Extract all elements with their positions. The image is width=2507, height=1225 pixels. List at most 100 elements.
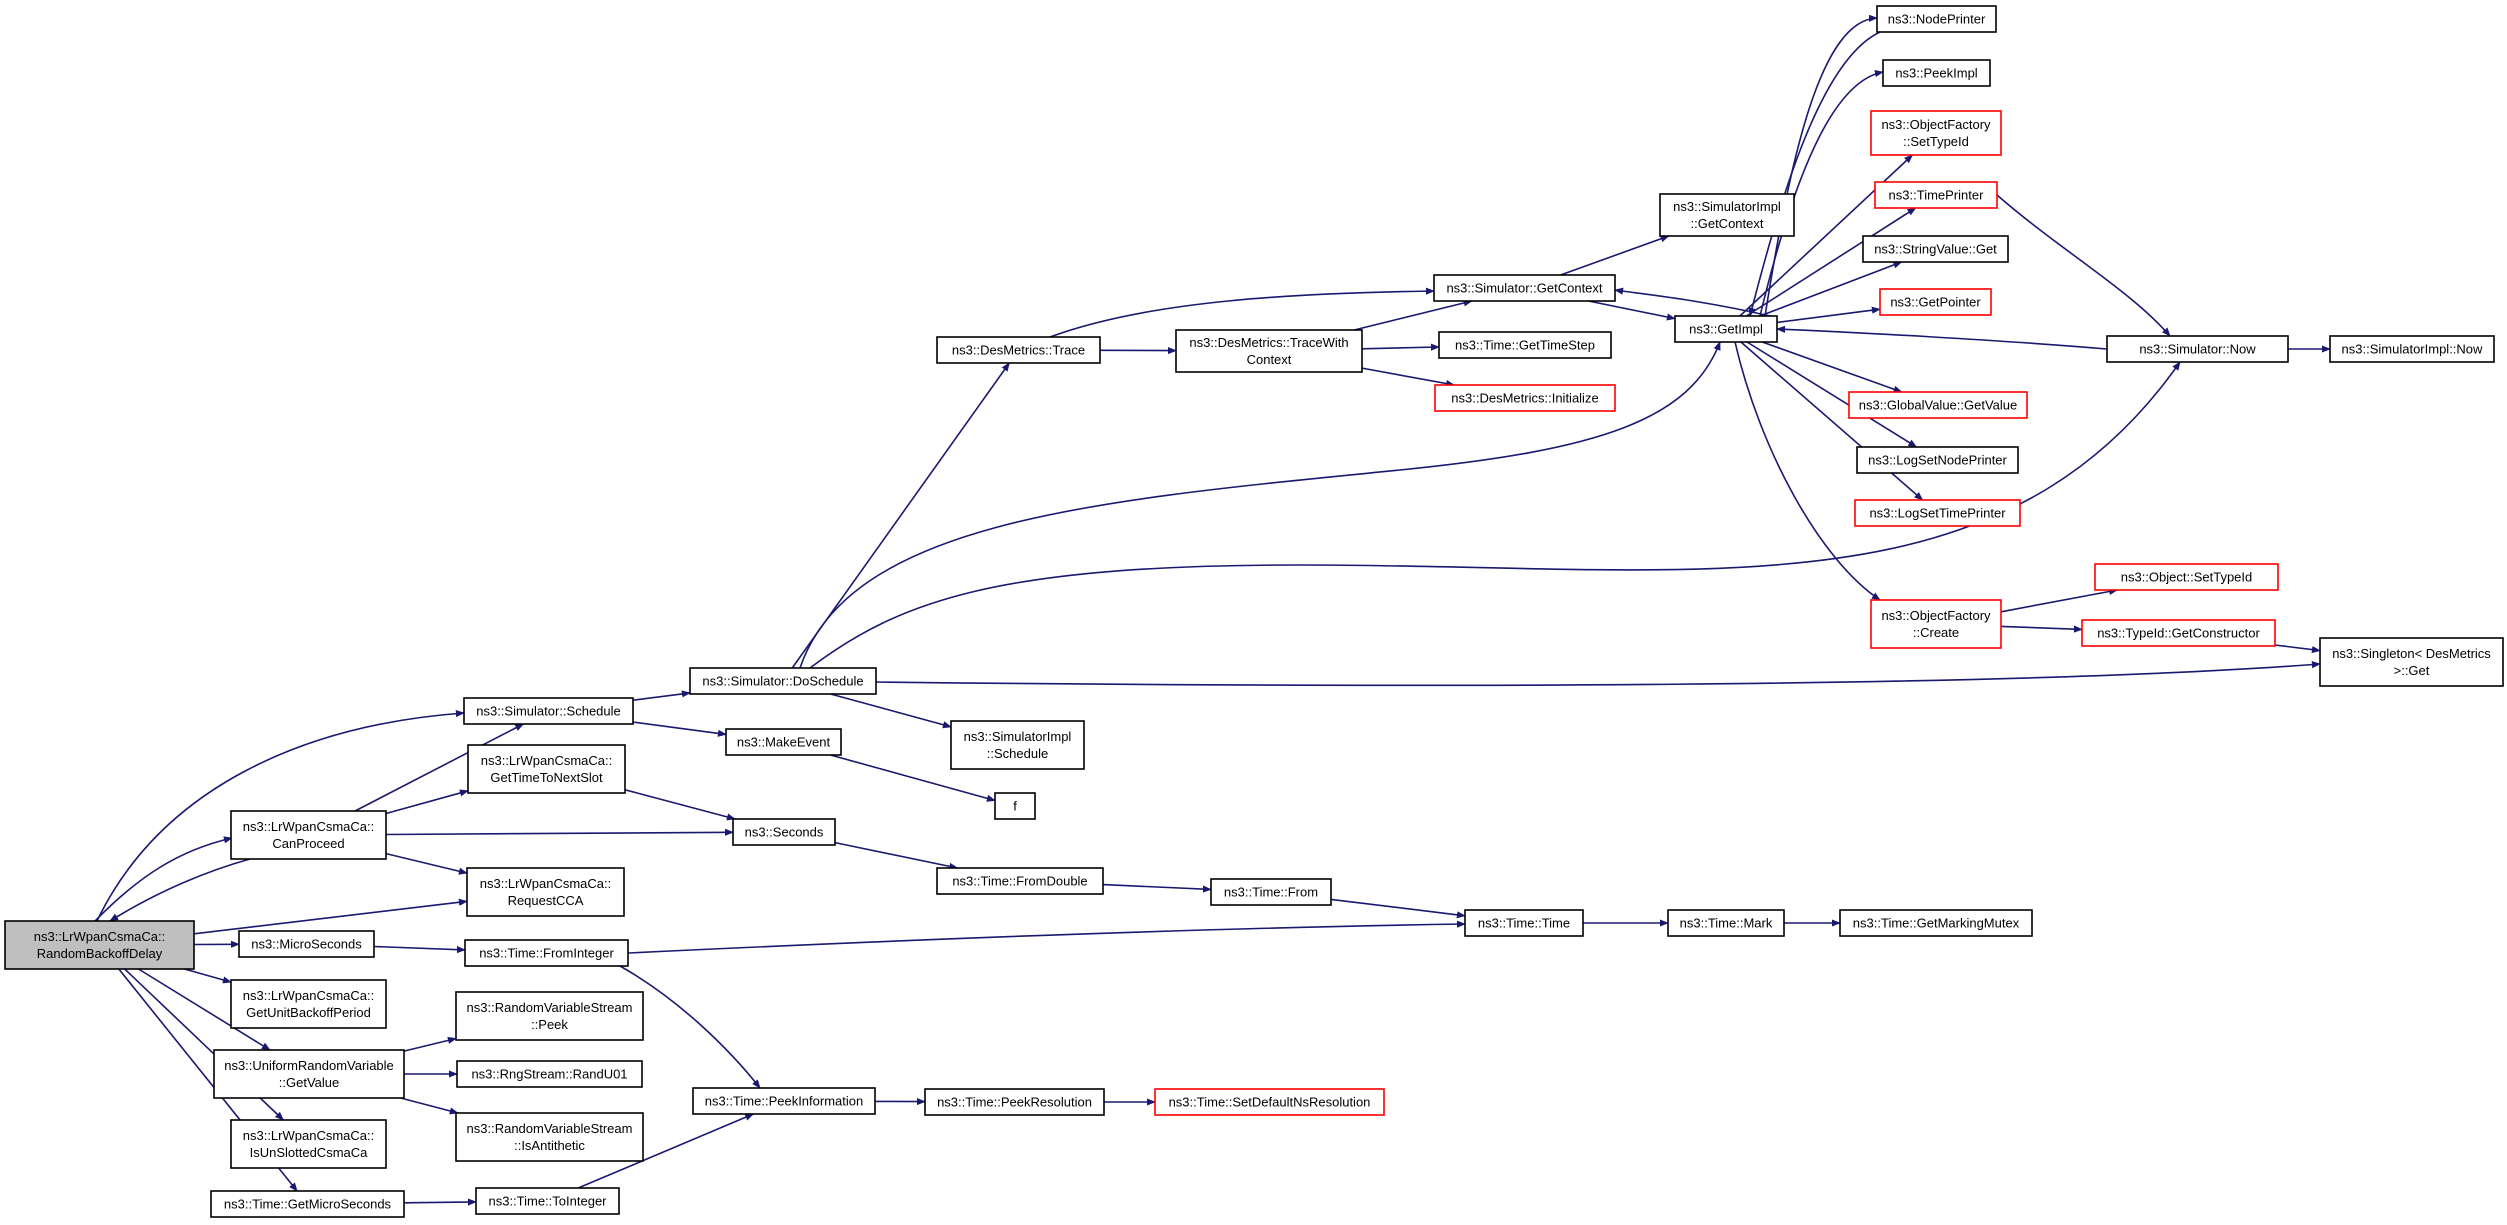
- node-ofcreate[interactable]: ns3::ObjectFactory::Create: [1870, 599, 2002, 649]
- node-getpointer[interactable]: ns3::GetPointer: [1879, 288, 1992, 316]
- node-fromdouble[interactable]: ns3::Time::FromDouble: [936, 867, 1104, 895]
- node-label: ns3::LrWpanCsmaCa::: [480, 876, 612, 891]
- node-box: [1879, 288, 1992, 316]
- edge-tracewithctx-to-gettimestep: [1361, 343, 1440, 351]
- node-label: GetUnitBackoffPeriod: [246, 1005, 371, 1020]
- node-dmtrace[interactable]: ns3::DesMetrics::Trace: [936, 336, 1101, 364]
- edge-simgetctx-to-getimpl: [1588, 300, 1676, 321]
- node-box: [210, 1190, 405, 1218]
- node-timefrom[interactable]: ns3::Time::From: [1210, 878, 1332, 906]
- node-label: Context: [1247, 352, 1292, 367]
- node-box: [1874, 181, 1998, 209]
- edge-line: [799, 341, 1721, 669]
- node-isantithetic[interactable]: ns3::RandomVariableStream::IsAntithetic: [455, 1112, 644, 1162]
- node-getnextslot[interactable]: ns3::LrWpanCsmaCa::GetTimeToNextSlot: [467, 744, 626, 794]
- node-setdefns[interactable]: ns3::Time::SetDefaultNsResolution: [1154, 1088, 1385, 1116]
- node-box: [1175, 329, 1363, 373]
- node-simimplgetctx[interactable]: ns3::SimulatorImpl::GetContext: [1659, 193, 1795, 237]
- node-box: [1848, 391, 2028, 419]
- node-box: [475, 1187, 620, 1215]
- node-stringvalueget[interactable]: ns3::StringValue::Get: [1862, 235, 2009, 263]
- edge-line: [1746, 341, 1918, 448]
- node-box: [1154, 1088, 1385, 1116]
- node-getunitbackoff[interactable]: ns3::LrWpanCsmaCa::GetUnitBackoffPeriod: [230, 979, 387, 1029]
- node-simgetctx[interactable]: ns3::Simulator::GetContext: [1433, 274, 1616, 302]
- node-randu01[interactable]: ns3::RngStream::RandU01: [456, 1060, 643, 1088]
- node-timetime[interactable]: ns3::Time::Time: [1464, 909, 1584, 937]
- node-objsettypeid[interactable]: ns3::Object::SetTypeId: [2094, 563, 2279, 591]
- node-peekres[interactable]: ns3::Time::PeekResolution: [924, 1088, 1105, 1116]
- node-simimplnow[interactable]: ns3::SimulatorImpl::Now: [2329, 335, 2495, 363]
- node-getimpl[interactable]: ns3::GetImpl: [1674, 315, 1778, 343]
- node-microseconds[interactable]: ns3::MicroSeconds: [238, 930, 375, 958]
- edge-timefrom-to-timetime: [1330, 898, 1466, 919]
- node-fromint[interactable]: ns3::Time::FromInteger: [464, 939, 629, 967]
- node-box: [994, 792, 1036, 820]
- edge-urvgetvalue-to-rvspeek: [403, 1036, 457, 1052]
- edge-line: [1049, 287, 1435, 338]
- edge-fromdouble-to-timefrom: [1102, 883, 1212, 893]
- node-typeidgetctor[interactable]: ns3::TypeId::GetConstructor: [2081, 619, 2276, 647]
- node-requestcca[interactable]: ns3::LrWpanCsmaCa::RequestCCA: [466, 867, 625, 917]
- node-globalvalue[interactable]: ns3::GlobalValue::GetValue: [1848, 391, 2028, 419]
- node-box: [455, 1112, 644, 1162]
- node-peekimpl[interactable]: ns3::PeekImpl: [1882, 59, 1991, 87]
- node-doschedule[interactable]: ns3::Simulator::DoSchedule: [689, 667, 877, 695]
- node-box: [2081, 619, 2276, 647]
- node-label: ns3::Time::FromDouble: [952, 874, 1087, 889]
- node-label: ns3::NodePrinter: [1888, 12, 1986, 27]
- node-ofsettypeid[interactable]: ns3::ObjectFactory::SetTypeId: [1870, 110, 2002, 156]
- node-rvspeek[interactable]: ns3::RandomVariableStream::Peek: [455, 991, 644, 1041]
- node-seconds[interactable]: ns3::Seconds: [732, 818, 836, 846]
- node-label: ns3::MicroSeconds: [251, 937, 362, 952]
- node-logsetnode[interactable]: ns3::LogSetNodePrinter: [1856, 446, 2019, 474]
- edge-line: [1776, 325, 2108, 350]
- node-label: ns3::Time::GetMicroSeconds: [224, 1197, 392, 1212]
- node-makeevent[interactable]: ns3::MakeEvent: [725, 728, 842, 756]
- node-timemark[interactable]: ns3::Time::Mark: [1667, 909, 1785, 937]
- edge-doschedule-to-getimpl: [799, 341, 1721, 669]
- node-box: [732, 818, 836, 846]
- edge-dmtrace-to-simgetctx: [1049, 287, 1435, 338]
- node-timeprinter[interactable]: ns3::TimePrinter: [1874, 181, 1998, 209]
- node-nodeprinter[interactable]: ns3::NodePrinter: [1876, 5, 1997, 33]
- node-box: [2106, 335, 2289, 363]
- edge-line: [385, 852, 468, 875]
- node-singleton[interactable]: ns3::Singleton< DesMetrics >::Get: [2319, 637, 2504, 687]
- edge-line: [1588, 300, 1676, 321]
- node-logsettime[interactable]: ns3::LogSetTimePrinter: [1854, 499, 2021, 527]
- edge-getimpl-to-logsetnode: [1746, 341, 1918, 448]
- node-simimplschedule[interactable]: ns3::SimulatorImpl::Schedule: [950, 720, 1085, 770]
- node-tointeger[interactable]: ns3::Time::ToInteger: [475, 1187, 620, 1215]
- node-getmarkingmutex[interactable]: ns3::Time::GetMarkingMutex: [1839, 909, 2033, 937]
- node-label: ns3::Time::SetDefaultNsResolution: [1169, 1095, 1371, 1110]
- node-label: >::Get: [2394, 663, 2430, 678]
- edge-line: [1102, 883, 1212, 893]
- node-box: [455, 991, 644, 1041]
- node-dminit[interactable]: ns3::DesMetrics::Initialize: [1434, 384, 1616, 412]
- node-box: [1667, 909, 1785, 937]
- node-f[interactable]: f: [994, 792, 1036, 820]
- node-label: ns3::SimulatorImpl: [1673, 199, 1781, 214]
- edge-line: [632, 721, 727, 737]
- edge-canproceed-to-getnextslot: [385, 789, 469, 815]
- node-box: [1674, 315, 1778, 343]
- edge-line: [1354, 299, 1473, 331]
- edge-line: [94, 836, 233, 922]
- node-urvgetvalue[interactable]: ns3::UniformRandomVariable::GetValue: [213, 1049, 405, 1099]
- node-label: ns3::Time::FromInteger: [479, 946, 614, 961]
- node-peekinfo[interactable]: ns3::Time::PeekInformation: [692, 1087, 876, 1115]
- node-getmicroseconds[interactable]: ns3::Time::GetMicroSeconds: [210, 1190, 405, 1218]
- node-isunslotted[interactable]: ns3::LrWpanCsmaCa::IsUnSlottedCsmaCa: [230, 1119, 387, 1169]
- node-schedule[interactable]: ns3::Simulator::Schedule: [463, 697, 634, 725]
- node-label: ns3::Time::Mark: [1680, 916, 1773, 931]
- edge-ofcreate-to-objsettypeid: [2000, 587, 2119, 613]
- node-box: [1210, 878, 1332, 906]
- node-canproceed[interactable]: ns3::LrWpanCsmaCa::CanProceed: [230, 810, 387, 860]
- edge-line: [875, 661, 2321, 687]
- edge-line: [385, 789, 469, 815]
- node-simnow[interactable]: ns3::Simulator::Now: [2106, 335, 2289, 363]
- node-gettimestep[interactable]: ns3::Time::GetTimeStep: [1438, 331, 1612, 359]
- node-root[interactable]: ns3::LrWpanCsmaCa::RandomBackoffDelay: [4, 920, 195, 970]
